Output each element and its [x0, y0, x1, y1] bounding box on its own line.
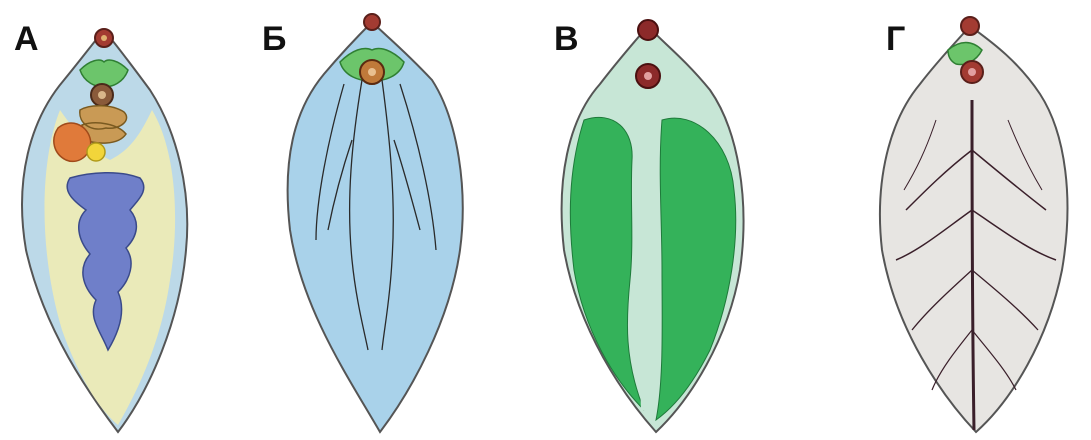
fluke-reproductive-diagram: [0, 0, 272, 440]
panel-b: Б: [272, 0, 544, 440]
shell-gland: [87, 143, 105, 161]
fluke-excretory-diagram: [816, 0, 1088, 440]
panel-v: В: [544, 0, 816, 440]
fluke-digestive-diagram: [544, 0, 816, 440]
oral-sucker: [638, 20, 658, 40]
panel-a: А: [0, 0, 272, 440]
panel-g: Г: [816, 0, 1088, 440]
oral-sucker: [961, 17, 979, 35]
ovary: [54, 123, 91, 161]
oral-sucker: [364, 14, 380, 30]
fluke-nervous-diagram: [272, 0, 544, 440]
gut-midline: [643, 110, 648, 410]
